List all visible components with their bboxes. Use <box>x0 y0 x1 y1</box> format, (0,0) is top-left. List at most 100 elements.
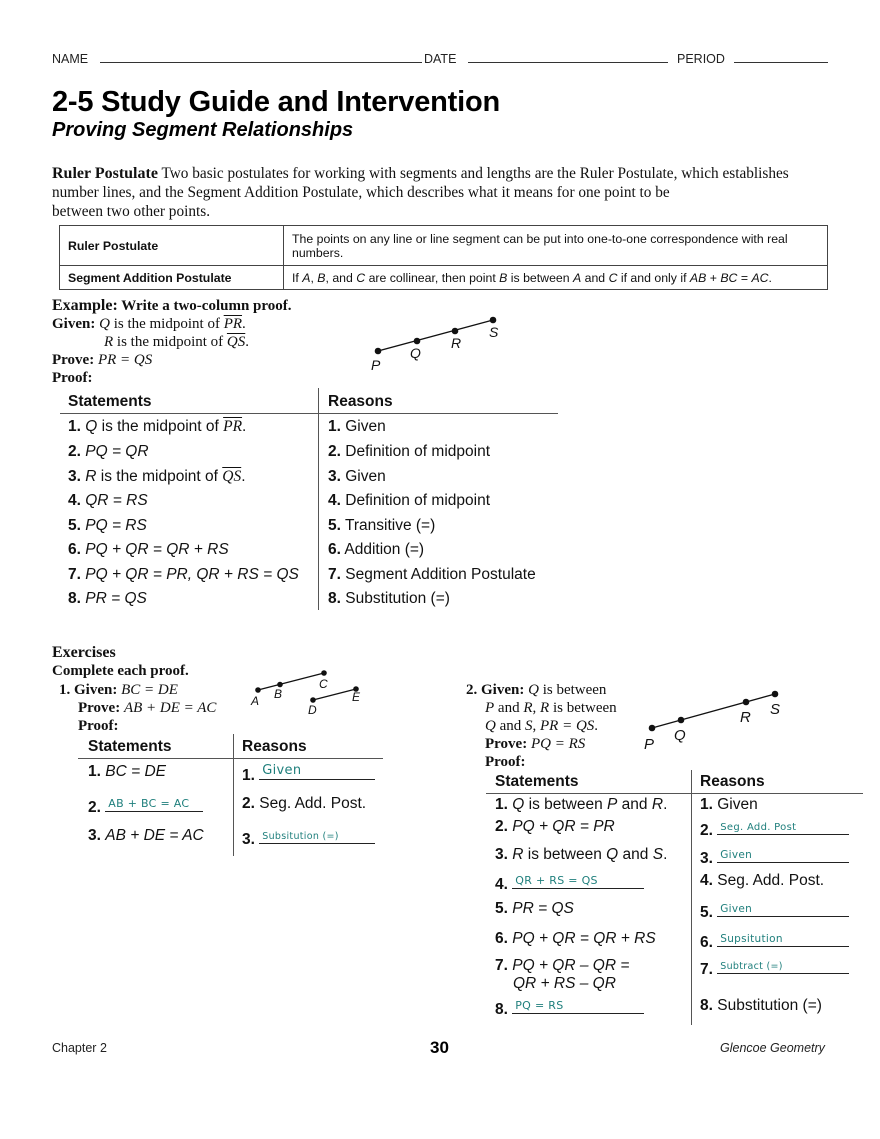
reason-5: 5. Transitive (=) <box>328 517 436 534</box>
example-prove: Prove: PR = QS <box>52 352 153 368</box>
footer-chapter: Chapter 2 <box>52 1041 107 1055</box>
reason-1-blank[interactable]: Given <box>259 763 376 780</box>
statement-3: 3. R is the midpoint of QS. <box>68 468 246 485</box>
statement-2: 2. PQ + QR = PR <box>495 818 615 835</box>
exercises-block: Exercises Complete each proof. <box>52 644 189 680</box>
reason-3: 3. Subsitution (=) <box>242 827 376 849</box>
reason-3: 3. Given <box>700 846 850 868</box>
reasons-header: Reasons <box>700 773 765 790</box>
example-given-2: R is the midpoint of QS. <box>104 334 250 350</box>
statement-1: 1. Q is the midpoint of PR. <box>68 418 247 435</box>
reason-4: 4. Definition of midpoint <box>328 492 490 509</box>
svg-text:A: A <box>250 694 259 708</box>
reasons-header: Reasons <box>328 393 393 410</box>
reason-3: 3. Given <box>328 468 386 485</box>
example-given-1: Given: Q is the midpoint of PR. <box>52 316 246 332</box>
statement-6: 6. PQ + QR = QR + RS <box>495 930 656 947</box>
svg-text:Q: Q <box>674 727 686 744</box>
intro-lead: Ruler Postulate <box>52 165 158 182</box>
reason-2: 2. Seg. Add. Post. <box>242 795 367 812</box>
example-segment-diagram: P Q R S <box>371 316 499 373</box>
postulate-description: The points on any line or line segment c… <box>283 225 828 266</box>
point-label: R <box>451 335 461 351</box>
exercises-instruction: Complete each proof. <box>52 663 189 679</box>
statement-4: 4. QR + RS = QS <box>495 872 645 894</box>
exercise-1-header: 1. Given: BC = DE Prove: AB + DE = AC Pr… <box>59 682 217 734</box>
reason-2: 2. Definition of midpoint <box>328 443 490 460</box>
statement-7: 7. PQ + QR = PR, QR + RS = QS <box>68 566 299 583</box>
reason-1: 1. Given <box>242 763 376 785</box>
page-number: 30 <box>430 1038 449 1057</box>
statement-3: 3. AB + DE = AC <box>88 827 204 844</box>
svg-text:C: C <box>319 677 328 691</box>
table-row: Segment Addition Postulate If A, B, and … <box>59 265 828 290</box>
point-label: P <box>371 357 381 373</box>
reason-1: 1. Given <box>328 418 386 435</box>
page-subtitle: Proving Segment Relationships <box>52 119 354 141</box>
period-blank[interactable] <box>734 51 829 63</box>
statement-5: 5. PQ = RS <box>68 517 147 534</box>
statement-5: 5. PR = QS <box>495 900 574 917</box>
point-label: S <box>489 324 499 340</box>
footer-publisher: Glencoe Geometry <box>720 1041 825 1055</box>
exercise-2-segment-diagram: P Q R S <box>644 690 780 752</box>
intro-text-2: between two other points. <box>52 203 211 220</box>
name-blank[interactable] <box>99 51 422 63</box>
intro-text: Two basic postulates for working with se… <box>52 165 789 201</box>
statement-4-blank[interactable]: QR + RS = QS <box>512 872 645 889</box>
example-proof-label: Proof: <box>52 370 93 386</box>
period-label: PERIOD <box>677 52 725 66</box>
statement-6: 6. PQ + QR = QR + RS <box>68 541 229 558</box>
statements-header: Statements <box>495 773 579 790</box>
reason-3-blank[interactable]: Given <box>717 846 850 863</box>
statement-2: 2. PQ = QR <box>68 443 149 460</box>
reason-4: 4. Seg. Add. Post. <box>700 872 825 889</box>
svg-text:E: E <box>352 690 361 704</box>
date-blank[interactable] <box>467 51 668 63</box>
statement-8: 8. PQ = RS <box>495 997 645 1019</box>
statement-3: 3. R is between Q and S. <box>495 846 668 863</box>
statement-8-blank[interactable]: PQ = RS <box>512 997 645 1014</box>
exercise-2-proof-table: Statements Reasons 1. Q is between P and… <box>486 770 864 1026</box>
name-label: NAME <box>52 52 89 66</box>
svg-text:R: R <box>740 709 751 726</box>
reason-5-blank[interactable]: Given <box>717 900 850 917</box>
reason-7-blank[interactable]: Subtract (=) <box>717 957 850 974</box>
exercise-1-segment-diagram: A B C D E <box>250 670 361 715</box>
statement-2: 2. AB + BC = AC <box>88 795 204 817</box>
exercise-1-proof-table: Statements Reasons 1. BC = DE 2. AB + BC… <box>78 734 388 859</box>
reason-2-blank[interactable]: Seg. Add. Post <box>717 818 850 835</box>
reason-8: 8. Substitution (=) <box>700 997 822 1014</box>
statement-1: 1. Q is between P and R. <box>495 796 668 813</box>
date-label: DATE <box>424 52 457 66</box>
reason-8: 8. Substitution (=) <box>328 590 450 607</box>
reason-7: 7. Subtract (=) <box>700 957 850 979</box>
example-proof-table: Statements Reasons 1. Q is the midpoint … <box>60 388 560 613</box>
reason-3-blank[interactable]: Subsitution (=) <box>259 827 376 844</box>
statement-7: 7. PQ + QR – QR = <box>495 957 630 974</box>
exercises-heading: Exercises <box>52 644 116 661</box>
reason-6: 6. Supsitution <box>700 930 850 952</box>
statement-8: 8. PR = QS <box>68 590 147 607</box>
statements-header: Statements <box>68 393 152 410</box>
intro-paragraph: Ruler Postulate Two basic postulates for… <box>52 164 832 221</box>
example-block: Example: Write a two-column proof. Given… <box>52 297 292 387</box>
statement-1: 1. BC = DE <box>88 763 166 780</box>
period-field[interactable]: PERIOD <box>677 51 829 66</box>
table-row: Ruler Postulate The points on any line o… <box>59 225 828 266</box>
date-field[interactable]: DATE <box>424 51 668 66</box>
svg-text:D: D <box>308 703 317 715</box>
svg-text:P: P <box>644 736 654 752</box>
page-title: 2-5 Study Guide and Intervention <box>52 86 500 118</box>
svg-text:S: S <box>770 701 780 718</box>
exercise-2-header: 2. Given: Q is between P and R, R is bet… <box>466 682 617 770</box>
statement-7-line2: QR + RS – QR <box>513 975 616 992</box>
postulate-name: Segment Addition Postulate <box>59 265 284 290</box>
reasons-header: Reasons <box>242 738 307 755</box>
example-heading: Example: Write a two-column proof. <box>52 297 292 314</box>
reason-6-blank[interactable]: Supsitution <box>717 930 850 947</box>
name-field[interactable]: NAME <box>52 51 422 66</box>
reason-5: 5. Given <box>700 900 850 922</box>
statement-2-blank[interactable]: AB + BC = AC <box>105 795 204 812</box>
postulates-table: Ruler Postulate The points on any line o… <box>59 225 828 290</box>
